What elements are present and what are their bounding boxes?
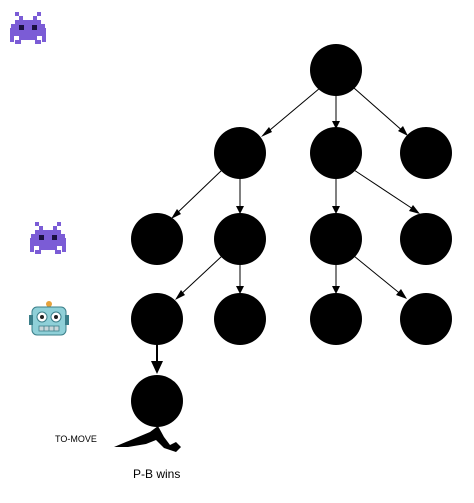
arrowhead [171,209,181,219]
tree-node[interactable] [310,213,362,265]
tree-nodes [131,44,452,427]
tree-node[interactable] [214,127,266,179]
arrowhead [332,206,340,214]
tree-edges [151,87,420,374]
edge [177,255,223,298]
arrowhead [151,361,163,374]
arrowhead [236,206,244,214]
tree-node[interactable] [214,293,266,345]
tree-node[interactable] [400,213,452,265]
tree-node[interactable] [310,293,362,345]
edge [353,255,404,297]
arrowhead [332,286,340,294]
edge [173,169,223,217]
edge [263,87,321,136]
tree-node[interactable] [214,213,266,265]
tree-node[interactable] [400,127,452,179]
alien-monster-icon [10,12,46,44]
robot-icon [29,301,69,336]
arrowhead [261,127,272,137]
tree-node[interactable] [310,127,362,179]
arrowhead [398,126,408,136]
root-node[interactable] [310,44,362,96]
arrowhead [409,205,420,214]
tree-node[interactable] [131,293,183,345]
edge [353,87,406,134]
arrowhead [175,290,185,300]
tree-node[interactable] [131,213,183,265]
arrowhead [396,289,407,299]
alien-monster-icon [30,222,66,254]
result-label: P-B wins [133,467,180,481]
edge [353,169,417,212]
arrowhead [236,286,244,294]
scribble-mark [114,426,181,452]
arrowhead [332,121,340,129]
terminal-node[interactable] [131,375,183,427]
tree-node[interactable] [400,293,452,345]
to-move-label: TO-MOVE [55,434,97,444]
